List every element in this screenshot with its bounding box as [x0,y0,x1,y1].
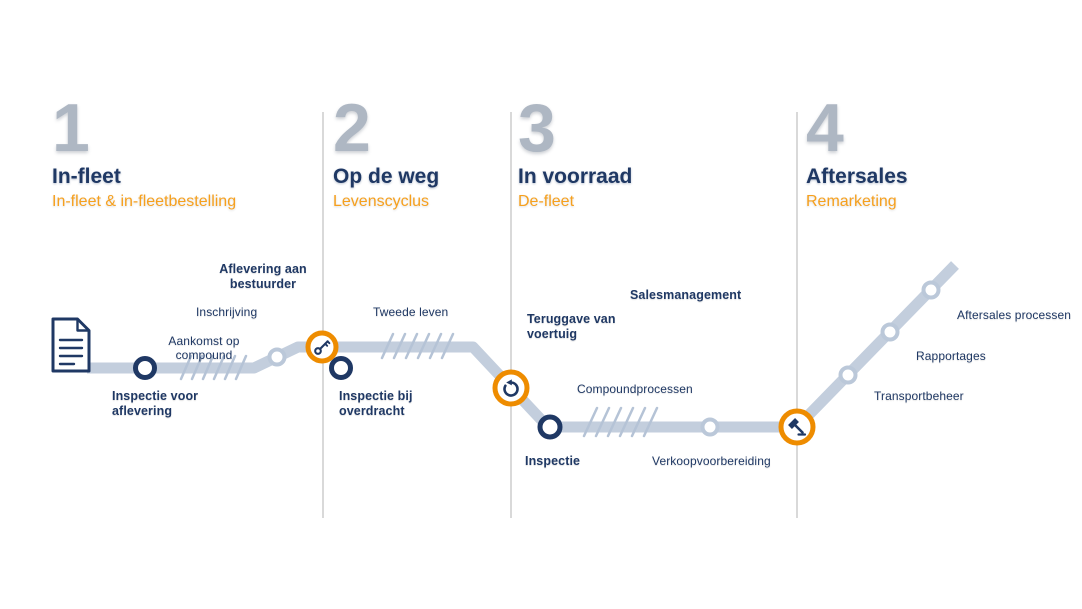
key-icon [314,340,331,355]
section-divider-2 [510,112,512,518]
label-inschrijving: Inschrijving [196,305,258,319]
phase-number: 1 [52,90,90,166]
label-aftersales-processen: Aftersales processen [957,308,1072,322]
return-arrow-icon [503,379,519,397]
label-compoundprocessen: Compoundprocessen [577,382,693,396]
process-ticks-tweede-leven [380,332,455,360]
station-rapportages [880,322,900,342]
gavel-icon [788,418,807,436]
phase-title: In-fleet [52,165,121,188]
section-divider-1 [322,112,324,518]
phase-title: Op de weg [333,165,440,188]
label-rapportages: Rapportages [916,349,986,363]
label-aankomst-op-compound: Aankomst op compound [168,334,240,363]
station-aftersales-processen [921,280,941,300]
station-inspectie-voor-aflevering [133,356,157,380]
label-tweede-leven: Tweede leven [373,305,449,319]
label-aflevering-aan-bestuurder: Aflevering aan bestuurder [219,262,307,291]
phase-subtitle: In-fleet & in-fleetbestelling [52,193,237,210]
label-inspectie-voor-aflevering: Inspectie voor aflevering [112,389,199,418]
phase-number: 2 [333,90,371,166]
label-transportbeheer: Transportbeheer [874,389,964,403]
label-inspectie: Inspectie [525,454,581,468]
phase-header-1: 1 In-fleet In-fleet & in-fleetbestelling [52,90,237,211]
station-verkoopvoorbereiding [700,417,720,437]
station-inspectie-bij-overdracht [329,356,353,380]
label-teruggave-van-voertuig: Teruggave van voertuig [527,312,616,341]
phase-number: 4 [806,90,844,166]
phase-title: Aftersales [806,165,908,188]
process-ticks-aankomst [179,354,248,381]
station-transportbeheer [838,365,858,385]
label-verkoopvoorbereiding: Verkoopvoorbereiding [652,454,771,468]
phase-header-2: 2 Op de weg Levenscyclus [333,90,440,211]
phase-number: 3 [518,90,556,166]
document-icon [51,317,91,373]
phase-subtitle: De-fleet [518,193,575,210]
phase-title: In voorraad [518,165,633,188]
phase-header-3: 3 In voorraad De-fleet [518,90,633,211]
process-ticks-compound [582,406,659,438]
label-inspectie-bij-overdracht: Inspectie bij overdracht [339,389,413,418]
phase-subtitle: Remarketing [806,193,897,210]
hub-salesmanagement [778,408,816,446]
hub-teruggave-van-voertuig [492,369,530,407]
station-inschrijving [267,347,287,367]
station-inspectie [537,414,563,440]
section-divider-3 [796,112,798,518]
phase-header-4: 4 Aftersales Remarketing [806,90,908,211]
hub-aflevering-aan-bestuurder [305,330,339,364]
label-salesmanagement: Salesmanagement [630,288,742,302]
phase-subtitle: Levenscyclus [333,193,430,210]
